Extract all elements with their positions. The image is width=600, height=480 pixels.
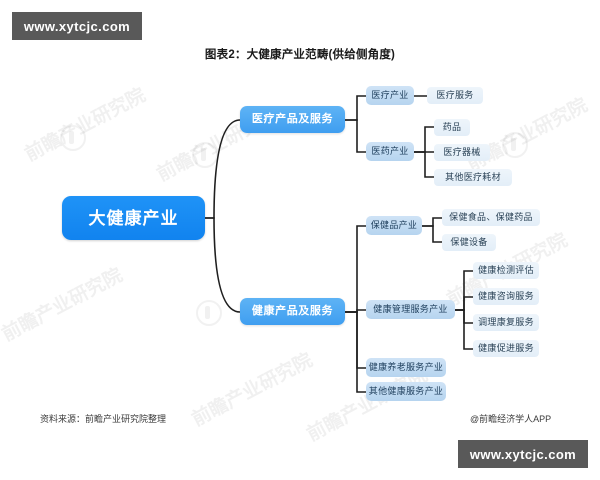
leaf-health-assessment[interactable]: 健康检测评估 (473, 262, 539, 279)
node-medical-industry[interactable]: 医疗产业 (366, 86, 414, 105)
leaf-medical-service[interactable]: 医疗服务 (427, 87, 483, 104)
leaf-rehabilitation-service[interactable]: 调理康复服务 (473, 314, 539, 331)
leaf-health-promotion[interactable]: 健康促进服务 (473, 340, 539, 357)
node-other-health-industry[interactable]: 其他健康服务产业 (366, 382, 446, 401)
node-root[interactable]: 大健康产业 (62, 196, 205, 240)
leaf-drugs[interactable]: 药品 (434, 119, 470, 136)
leaf-health-equipment[interactable]: 保健设备 (442, 234, 496, 251)
node-elderly-care-industry[interactable]: 健康养老服务产业 (366, 358, 446, 377)
source-note: 资料来源：前瞻产业研究院整理 (40, 414, 167, 424)
node-health-management-industry[interactable]: 健康管理服务产业 (366, 300, 455, 319)
watermark-top: www.xytcjc.com (12, 12, 142, 40)
node-branch-health[interactable]: 健康产品及服务 (240, 298, 345, 325)
leaf-medical-devices[interactable]: 医疗器械 (434, 144, 490, 161)
leaf-other-medical-consumables[interactable]: 其他医疗耗材 (434, 169, 512, 186)
leaf-health-consulting[interactable]: 健康咨询服务 (473, 288, 539, 305)
node-pharma-industry[interactable]: 医药产业 (366, 142, 414, 161)
page-title: 图表2：大健康产业范畴(供给侧角度) (204, 49, 396, 61)
node-branch-medical[interactable]: 医疗产品及服务 (240, 106, 345, 133)
app-credit: @前瞻经济学人APP (470, 414, 552, 424)
watermark-bottom: www.xytcjc.com (458, 440, 588, 468)
node-healthcare-products-industry[interactable]: 保健品产业 (366, 216, 422, 235)
leaf-health-food-and-medicine[interactable]: 保健食品、保健药品 (442, 209, 540, 226)
